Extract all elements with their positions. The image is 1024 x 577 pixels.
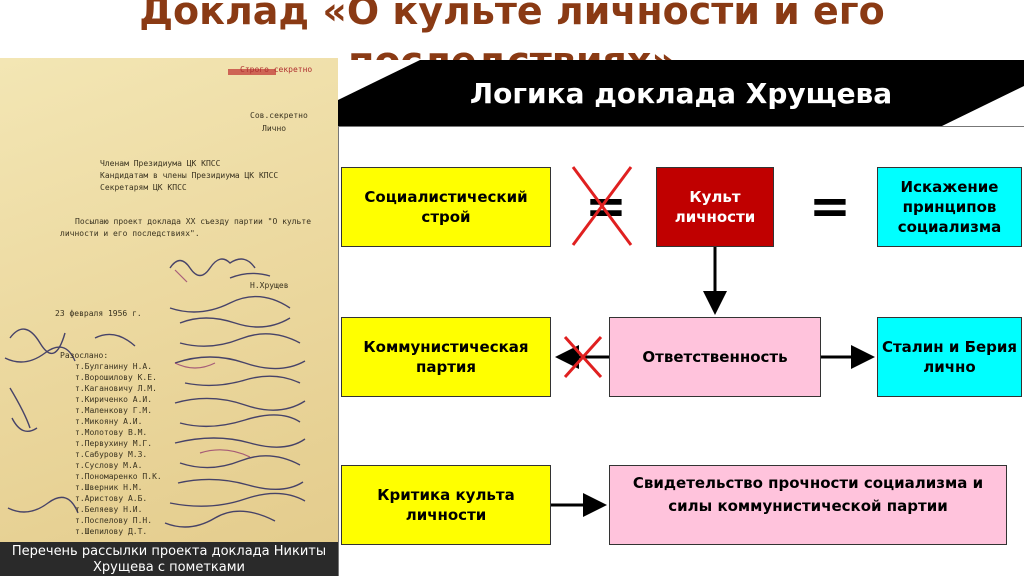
node-responsibility: Ответственность bbox=[609, 317, 821, 397]
document-caption: Перечень рассылки проекта доклада Никиты… bbox=[0, 542, 338, 576]
node-distortion-of-principles: Искажение принципов социализма bbox=[877, 167, 1022, 247]
node-personality-cult: Культ личности bbox=[656, 167, 774, 247]
equal-sign: = bbox=[809, 177, 851, 235]
node-communist-party: Коммунистическая партия bbox=[341, 317, 551, 397]
node-stalin-beria: Сталин и Берия лично bbox=[877, 317, 1022, 397]
logic-diagram: Социалистический строй Культ личности Ис… bbox=[338, 126, 1024, 576]
document-handwriting-marks bbox=[4, 69, 306, 528]
node-socialist-system: Социалистический строй bbox=[341, 167, 551, 247]
node-criticism-of-cult: Критика культа личности bbox=[341, 465, 551, 545]
diagram-title: Логика доклада Хрущева bbox=[469, 77, 893, 110]
banner-shape bbox=[338, 60, 1024, 126]
archival-document-image: Строго секретно Сов.секретно Лично Члена… bbox=[0, 58, 338, 576]
not-equal-sign: = bbox=[585, 177, 627, 235]
title-line-1: Доклад «О культе личности и его bbox=[139, 0, 885, 33]
cross-mark-party bbox=[563, 335, 603, 379]
node-evidence-of-strength: Свидетельство прочности социализма и сил… bbox=[609, 465, 1007, 545]
